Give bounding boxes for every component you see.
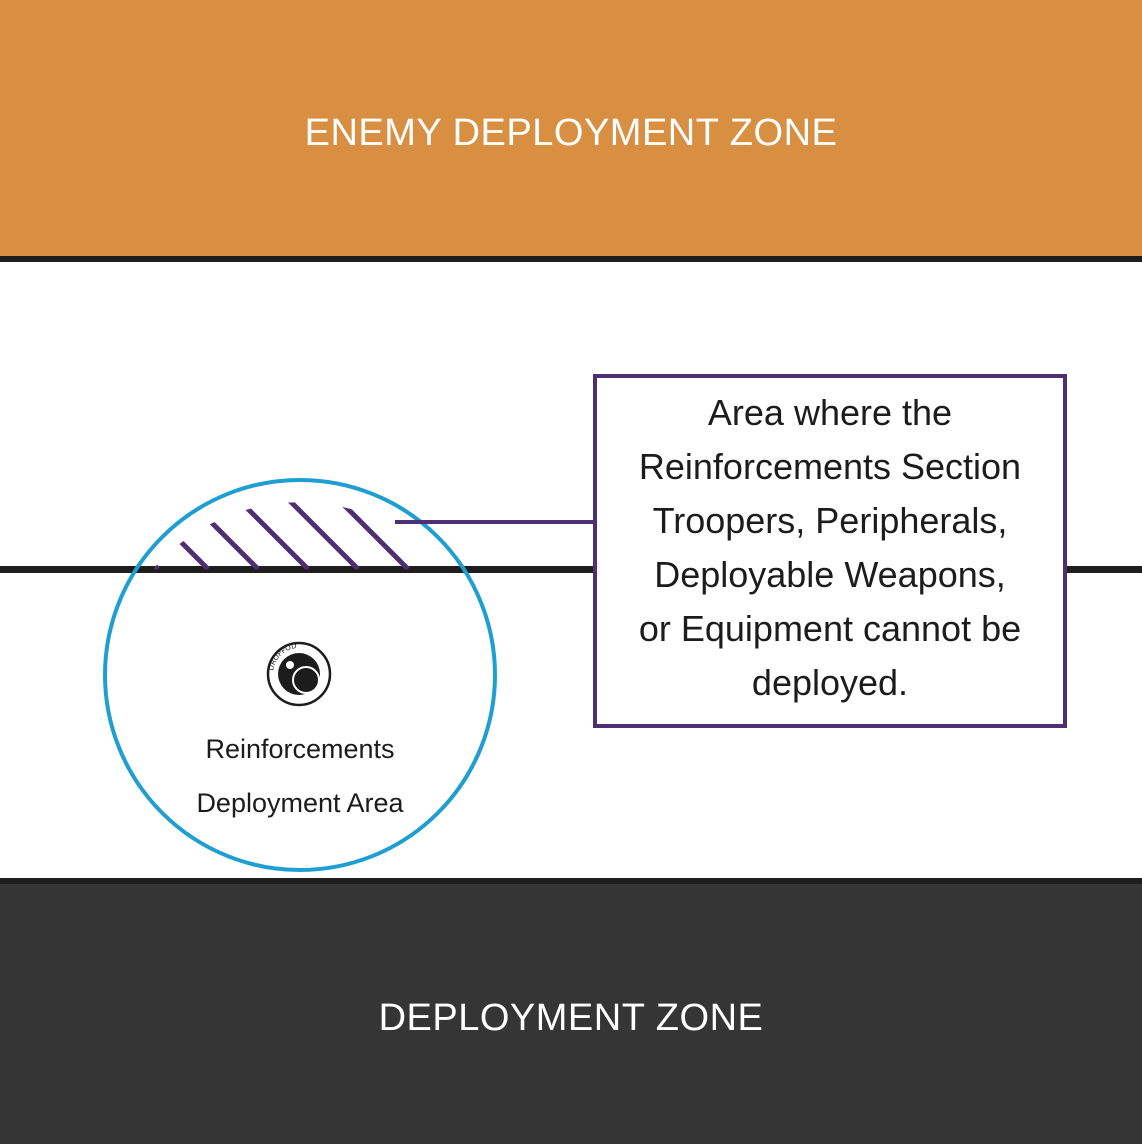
midfield-line	[0, 566, 1142, 573]
enemy-zone-border-line	[0, 256, 1142, 262]
token-pod	[292, 666, 320, 694]
enemy-deployment-zone: ENEMY DEPLOYMENT ZONE	[0, 0, 1142, 256]
callout-text: Area where the Reinforcements Section Tr…	[639, 386, 1021, 710]
callout-line: Deployable Weapons,	[654, 554, 1006, 595]
deployment-zone-label: DEPLOYMENT ZONE	[378, 996, 764, 1039]
deployment-zone-border-line	[0, 878, 1142, 884]
callout-line: or Equipment cannot be	[638, 608, 1022, 649]
hatch-line	[152, 502, 210, 570]
hatch-line	[306, 502, 410, 570]
deployment-zone: DEPLOYMENT ZONE	[0, 884, 1142, 1144]
callout-line: deployed.	[751, 662, 909, 703]
token-dot	[286, 661, 294, 669]
hatch-line	[356, 502, 448, 570]
reinforcement-area-label: Reinforcements Deployment Area	[150, 722, 450, 830]
restriction-callout: Area where the Reinforcements Section Tr…	[593, 374, 1067, 728]
area-label-line: Deployment Area	[196, 788, 404, 818]
hatch-line	[156, 502, 260, 570]
callout-line: Troopers, Peripherals,	[652, 500, 1008, 541]
callout-line: Reinforcements Section	[638, 446, 1022, 487]
area-label-line: Reinforcements	[205, 734, 395, 764]
callout-line: Area where the	[707, 392, 953, 433]
drop-pod-token-icon: DROPPOD	[266, 641, 332, 707]
hatch-line	[206, 502, 310, 570]
enemy-deployment-zone-label: ENEMY DEPLOYMENT ZONE	[304, 111, 838, 154]
hatch-line	[152, 502, 160, 570]
hatch-line	[256, 502, 360, 570]
reinforcement-area-circle	[103, 478, 497, 872]
